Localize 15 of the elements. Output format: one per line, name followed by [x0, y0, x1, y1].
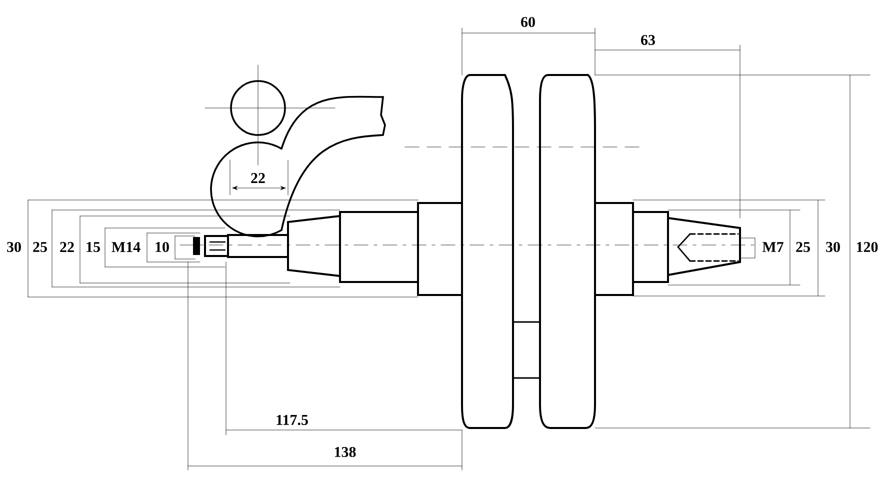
dimension-label: 30: [6, 240, 22, 254]
dimension-label: 15: [84, 240, 102, 254]
dimension-label: 117.5: [274, 414, 310, 426]
dimension-label: 120: [854, 240, 880, 254]
dimension-label: 138: [332, 446, 358, 458]
dimension-label: 30: [824, 240, 842, 254]
dimension-label: M7: [761, 241, 785, 253]
dimension-label: 63: [640, 34, 656, 46]
dimension-label: 25: [794, 240, 812, 254]
dimension-label: 25: [32, 240, 48, 254]
dimension-label: 10: [154, 240, 170, 254]
dimension-label: 22: [250, 172, 266, 184]
dimension-label: 60: [520, 16, 536, 28]
dimension-label: M14: [110, 241, 142, 253]
dimension-label: 22: [58, 241, 76, 253]
